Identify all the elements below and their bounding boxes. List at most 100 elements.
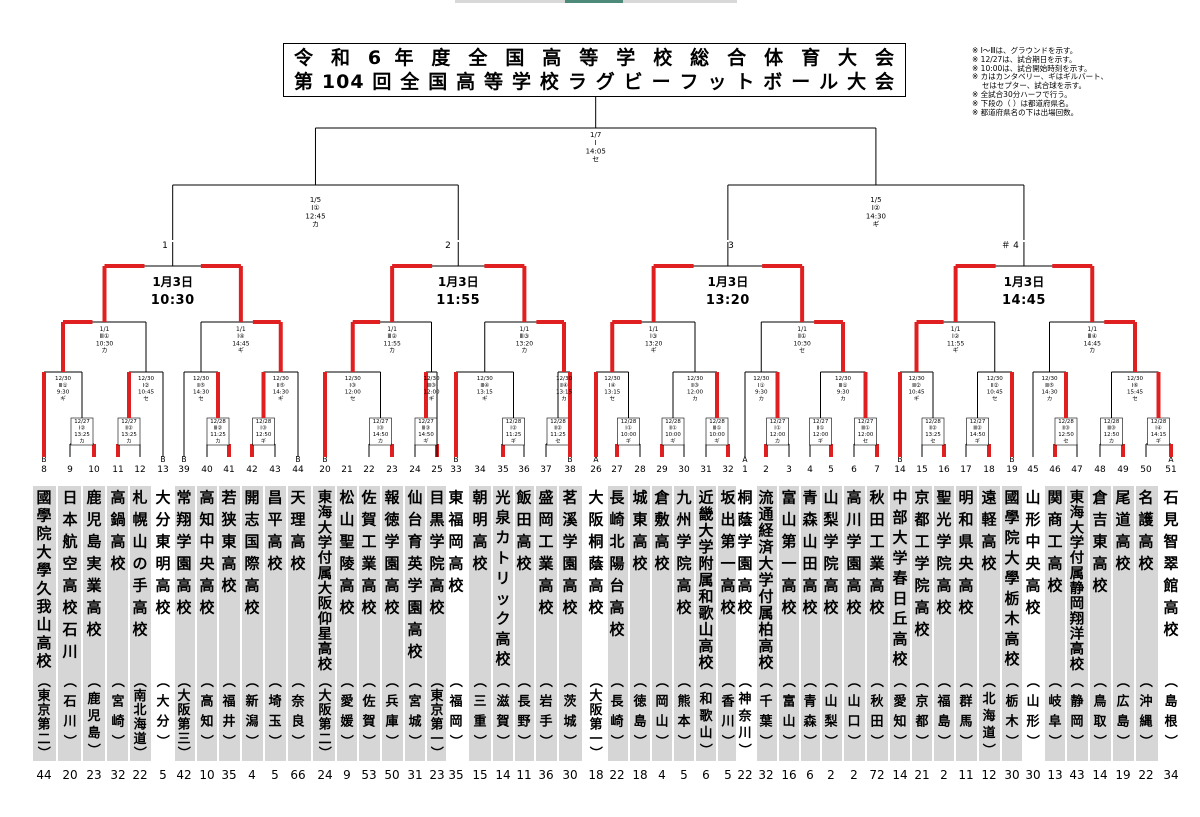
team-name-char: 業: [868, 554, 885, 572]
team-name-char: 高: [361, 576, 376, 594]
team-name-char: 校: [781, 598, 797, 616]
team-name-char: 福: [447, 510, 463, 528]
team-name-char: 翠: [1163, 554, 1178, 572]
team-name-char: 田: [516, 510, 531, 528]
team-column-shade: [1089, 486, 1111, 761]
team-pref-char: 北: [133, 703, 146, 718]
team-name-char: 高: [448, 554, 463, 572]
team-pref-char: 徳: [632, 694, 646, 710]
team-name-char: 高: [846, 488, 861, 506]
team-name-char: 児: [85, 510, 101, 528]
team-pref-char: ）: [471, 734, 487, 747]
team-count: 16: [781, 768, 796, 782]
team-name-char: 桐: [737, 488, 752, 506]
team-name-char: 校: [36, 652, 52, 670]
team-pref-char: （: [697, 674, 713, 687]
team-pref-char: （: [608, 674, 624, 687]
r1-label: カ: [215, 438, 220, 445]
team-count: 6: [806, 768, 814, 782]
r1-label: Ⅲ①: [861, 426, 870, 432]
team-column-shade: [696, 486, 716, 761]
team-name-char: 英: [407, 554, 423, 572]
team-count: 22: [132, 768, 147, 782]
team-name-char: 第: [781, 532, 796, 550]
team-pref-char: 馬: [959, 715, 972, 730]
r2-label: セ: [609, 395, 615, 402]
qf-date: 1月3日: [152, 275, 193, 289]
r1-label: ギ: [511, 438, 517, 445]
team-column-shade: [889, 486, 910, 761]
r1-label: Ⅰ①: [774, 426, 781, 432]
team-name-char: 田: [802, 554, 817, 572]
team-number: 19: [1006, 465, 1018, 475]
team-name-char: 茗: [562, 488, 577, 506]
team-name-char: 高: [720, 576, 735, 594]
team-column-shade: [1135, 486, 1158, 761]
team-column-shade: [174, 486, 195, 761]
team-name-char: 倉: [653, 488, 670, 506]
team-name-char: 園: [407, 598, 422, 616]
team-pref-char: 阪: [177, 703, 191, 718]
team-name-char: 蔭: [588, 554, 604, 572]
team-name-char: 軽: [981, 510, 997, 528]
r1-label: 10:00: [709, 432, 725, 438]
team-name-char: 園: [176, 554, 191, 572]
r1-label: セ: [555, 438, 560, 445]
team-pref-char: 大: [177, 688, 190, 704]
team-count: 22: [609, 768, 624, 782]
team-number: 31: [700, 465, 711, 475]
r2-label: 12/30: [556, 376, 573, 382]
r2-label: カ: [1047, 395, 1053, 402]
team-count: 5: [159, 768, 167, 782]
team-name-char: 高: [36, 634, 51, 652]
team-name-char: 園: [846, 554, 861, 572]
team-pref-char: 岐: [1048, 694, 1062, 710]
team-pref-char: 川: [62, 715, 76, 730]
team-name-char: 敷: [654, 510, 670, 528]
team-pref-char: 長: [610, 695, 624, 710]
team-name-char: 丘: [892, 610, 907, 628]
r3-label: Ⅰ④: [237, 333, 244, 340]
team-pref-char: （: [383, 674, 399, 687]
team-pref-char: 田: [870, 715, 883, 730]
sf-label: 14:30: [866, 212, 886, 220]
team-name-char: 校: [199, 598, 215, 616]
team-name-char: 業: [85, 576, 102, 594]
r1-label: ギ: [714, 438, 720, 445]
r1-label: 12:50: [1058, 432, 1074, 438]
team-name-char: 知: [199, 510, 214, 528]
r3-label: 11:55: [947, 340, 964, 347]
team-pref-char: 奈: [737, 708, 752, 724]
team-count: 18: [632, 768, 647, 782]
team-column-shade: [469, 486, 491, 761]
team-name-char: 工: [361, 532, 376, 550]
team-name-char: 島: [86, 532, 101, 550]
team-pref-char: ）: [608, 734, 624, 747]
team-number: 8: [41, 465, 47, 475]
team-name-char: 理: [290, 510, 305, 528]
final-label: セ: [592, 156, 599, 164]
team-column-shade: [978, 486, 1000, 761]
sf-label: 1/5: [310, 196, 321, 204]
team-pref-char: （: [587, 674, 603, 687]
r3-label: カ: [521, 348, 527, 355]
team-name-char: 山: [339, 510, 354, 528]
team-name-char: 賀: [360, 510, 376, 528]
team-count: 2: [827, 768, 835, 782]
team-column-shade: [1001, 486, 1022, 761]
team-name-char: 校: [892, 650, 908, 668]
r3-label: 1/1: [1087, 326, 1097, 333]
r2-label: Ⅲ⑤: [1045, 382, 1054, 389]
team-pref-char: 東: [430, 688, 443, 704]
team-name-char: 部: [892, 508, 907, 526]
team-count: 31: [407, 768, 422, 782]
r1-label: Ⅲ③: [422, 426, 431, 432]
team-name-char: 柏: [758, 621, 773, 639]
team-name-char: 鹿: [86, 488, 101, 506]
team-name-char: 長: [609, 488, 625, 506]
team-seed: B: [322, 455, 327, 464]
team-pref-char: ）: [980, 743, 996, 756]
team-pref-char: 島: [937, 714, 950, 730]
team-pref-char: ）: [891, 734, 907, 747]
